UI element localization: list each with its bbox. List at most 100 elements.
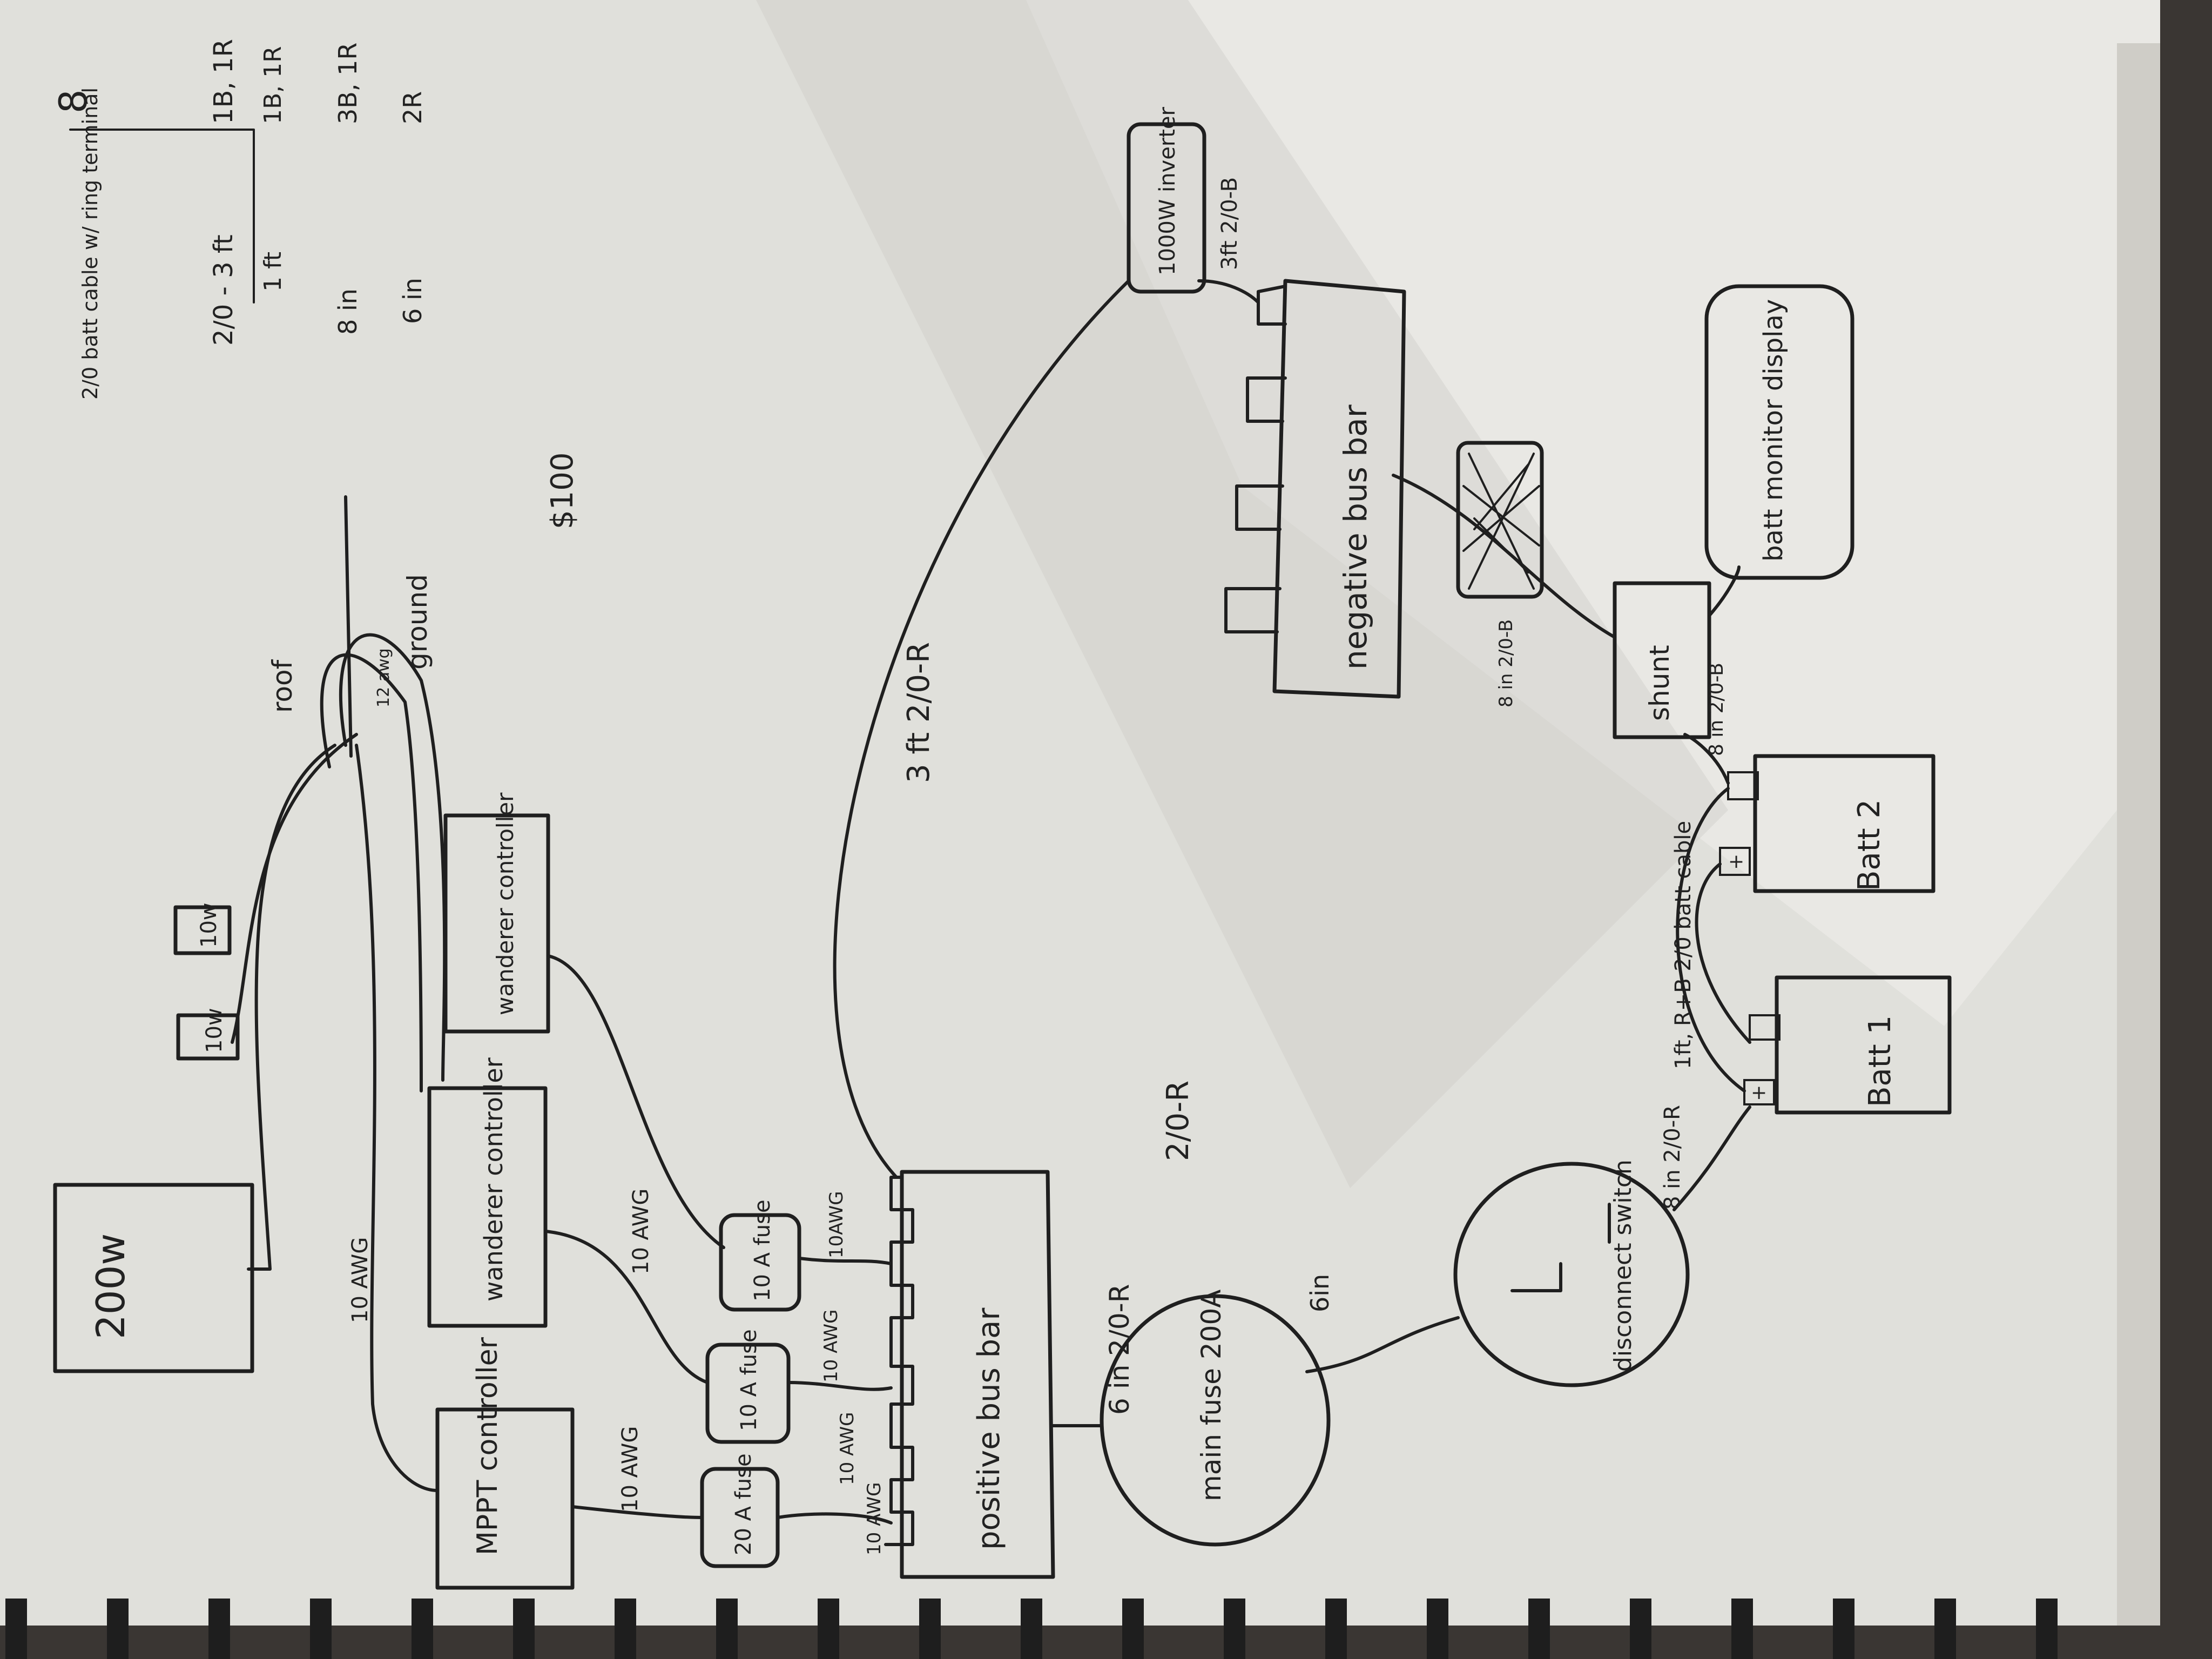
- roof-line: [344, 495, 353, 758]
- wire-wanderer2-to-fuse10: [547, 954, 725, 1249]
- disconnect-circle: [1453, 1162, 1690, 1387]
- wire-fuse10b-to-bus: [798, 1257, 893, 1265]
- wire-inverter-to-negbus: [1197, 279, 1260, 304]
- wire-mppt-to-fuse20: [571, 1505, 704, 1519]
- note-total: $100: [545, 452, 580, 529]
- note-row4-right: 2R: [398, 91, 427, 124]
- negative-bus-terminals: [1224, 285, 1287, 633]
- shunt-label: shunt: [1644, 645, 1675, 721]
- cable-notes: 2/0 batt cable w/ ring terminal 8 2/0 - …: [51, 39, 580, 529]
- note-header-count: 8: [51, 89, 96, 113]
- label-batt-link: 1ft, R+B 2/0 batt cable: [1671, 821, 1696, 1069]
- fuse-10a-2-label: 10 A fuse: [750, 1199, 775, 1301]
- batt2-neg-terminal: [1727, 771, 1759, 800]
- label-inverter-neg: 3ft 2/0-B: [1217, 177, 1242, 270]
- panel-10w-b-label: 10w: [197, 902, 221, 948]
- page-shadow: [0, 0, 2160, 1626]
- label-awg10-d: 10AWG: [826, 1191, 847, 1258]
- label-awg10-a: 10 AWG: [348, 1237, 373, 1323]
- spiral-ring: [1427, 1599, 1448, 1659]
- batt2-pos-terminal: [1719, 847, 1751, 876]
- wire-wanderer1-to-fuse10: [544, 1230, 709, 1384]
- note-row3-right: 3B, 1R: [333, 43, 362, 124]
- shunt-box: [1613, 581, 1711, 739]
- wire-10w-to-roof: [231, 733, 358, 1044]
- note-row1-right: 1B, 1R: [208, 39, 239, 124]
- note-row3-left: 8 in: [333, 288, 362, 335]
- panel-10w-a-box: [176, 1013, 240, 1061]
- fuse-10a-2-box: [719, 1213, 801, 1312]
- spiral-ring: [615, 1599, 636, 1659]
- spiral-ring: [2036, 1599, 2058, 1659]
- positive-bus-box: [900, 1170, 1055, 1579]
- label-awg10-e: 10 AWG: [820, 1310, 842, 1382]
- disconnect-switch-symbol: [1510, 1203, 1611, 1292]
- wanderer-1-label: wanderer controller: [479, 1057, 508, 1301]
- wire-batt1-to-batt2-neg: [1676, 787, 1746, 1092]
- panel-200w-label: 200w: [88, 1233, 133, 1339]
- fuse-10a-1-box: [705, 1343, 791, 1444]
- label-ground: ground: [402, 574, 433, 670]
- note-row1-left: 2/0 - 3 ft: [208, 234, 239, 346]
- note-row4-left: 6 in: [398, 278, 427, 324]
- mppt-box: [435, 1407, 575, 1590]
- mppt-label-text: MPPT controller: [471, 1337, 504, 1555]
- spiral-ring: [1833, 1599, 1854, 1659]
- label-switch-to-batt: 8 in 2/0-R: [1660, 1105, 1685, 1210]
- spiral-ring: [107, 1599, 129, 1659]
- batt2-box: [1753, 754, 1936, 893]
- batt2-plus: +: [1728, 851, 1744, 873]
- inverter-label: 1000W inverter: [1155, 106, 1180, 275]
- positive-bus-label: positive bus bar: [972, 1307, 1007, 1550]
- spiral-ring: [1224, 1599, 1245, 1659]
- label-inverter-pos: 3 ft 2/0-R: [901, 642, 936, 783]
- wire-fuse10a-to-bus: [787, 1381, 893, 1391]
- crossed-box: [1456, 441, 1544, 599]
- label-awg12: 12 awg: [374, 648, 393, 707]
- spiral-ring: [1325, 1599, 1347, 1659]
- wanderer-1-box: [427, 1086, 548, 1328]
- wire-fuse20-to-bus: [776, 1512, 893, 1525]
- spiral-ring: [1021, 1599, 1042, 1659]
- batt2-label: Batt 2: [1852, 799, 1887, 891]
- spiral-ring: [919, 1599, 941, 1659]
- panel-10w-a-label: 10w: [202, 1008, 227, 1053]
- spiral-ring: [1630, 1599, 1651, 1659]
- negative-bus-label: negative bus bar: [1337, 404, 1374, 670]
- wire-roof-loop-2: [320, 653, 423, 1092]
- spiral-ring: [716, 1599, 738, 1659]
- note-divider: [69, 129, 255, 304]
- label-awg10-c: 10 AWG: [629, 1189, 653, 1274]
- wire-mainfuse-to-disconnect: [1305, 1316, 1460, 1373]
- label-awg10-g: 10 AWG: [864, 1482, 885, 1555]
- main-fuse-label: main fuse 200A: [1196, 1290, 1227, 1501]
- inverter-box: [1127, 122, 1206, 294]
- negative-bus-box: [1272, 279, 1406, 699]
- monitor-box: [1704, 284, 1854, 580]
- batt1-neg-terminal: [1749, 1014, 1781, 1041]
- wire-shunt-to-monitor: [1708, 565, 1741, 617]
- label-bus-to-fuse: 6 in 2/0-R: [1104, 1284, 1135, 1415]
- spiral-ring: [412, 1599, 433, 1659]
- wire-batt2-to-shunt: [1683, 733, 1730, 785]
- label-roof: roof: [267, 659, 298, 713]
- label-shunt-to-bus: 8 in 2/0-B: [1495, 619, 1517, 707]
- note-row2-right: 1B, 1R: [259, 46, 287, 124]
- wire-shunt-to-negbus: [1392, 474, 1616, 639]
- label-awg10-b: 10 AWG: [618, 1426, 643, 1512]
- spiral-binding: [5, 1599, 2058, 1659]
- mppt-label: MPPT controller: [471, 1337, 504, 1555]
- label-batt-to-shunt: 8 in 2/0-B: [1705, 663, 1728, 756]
- batt1-label: Batt 1: [1863, 1015, 1898, 1107]
- spiral-ring: [1528, 1599, 1550, 1659]
- spiral-ring: [1731, 1599, 1753, 1659]
- spiral-ring: [818, 1599, 839, 1659]
- spiral-ring: [5, 1599, 27, 1659]
- monitor-label: batt monitor display: [1758, 299, 1789, 562]
- spiral-ring: [513, 1599, 535, 1659]
- disconnect-label: disconnect switch: [1609, 1159, 1637, 1372]
- wire-roof-to-mppt: [355, 744, 439, 1492]
- label-awg10-f: 10 AWG: [837, 1412, 858, 1485]
- batt1-box: [1775, 975, 1952, 1115]
